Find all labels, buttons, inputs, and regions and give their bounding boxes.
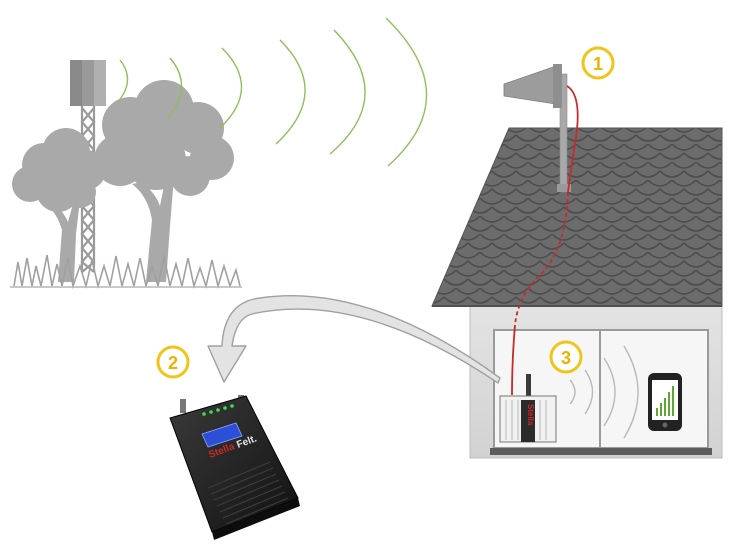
step-badge-3-label: 3 (561, 348, 571, 368)
status-leds (202, 404, 234, 416)
repeater-brand-small-1: Stella (526, 404, 535, 426)
step-badge-1: 1 (581, 46, 615, 80)
lcd-screen (201, 422, 243, 448)
tree-large (94, 80, 234, 282)
indoor-repeater: Stella (499, 374, 557, 443)
step-badge-3: 3 (549, 340, 583, 374)
antenna-cable (511, 85, 579, 396)
roof (431, 127, 723, 307)
signal-bars-icon (656, 386, 674, 416)
curved-arrow (207, 295, 501, 384)
smartphone (648, 373, 682, 431)
step-badge-2-label: 2 (168, 353, 178, 373)
step-badge-1-label: 1 (593, 54, 603, 74)
repeater-device: Stella Felt. (169, 395, 300, 540)
tree-small (12, 128, 106, 282)
grass (10, 254, 242, 290)
roof-antenna (503, 64, 571, 193)
step-badge-2: 2 (156, 345, 190, 379)
indoor-waves (569, 345, 639, 439)
window-sill (490, 448, 712, 455)
signal-waves (117, 17, 428, 167)
